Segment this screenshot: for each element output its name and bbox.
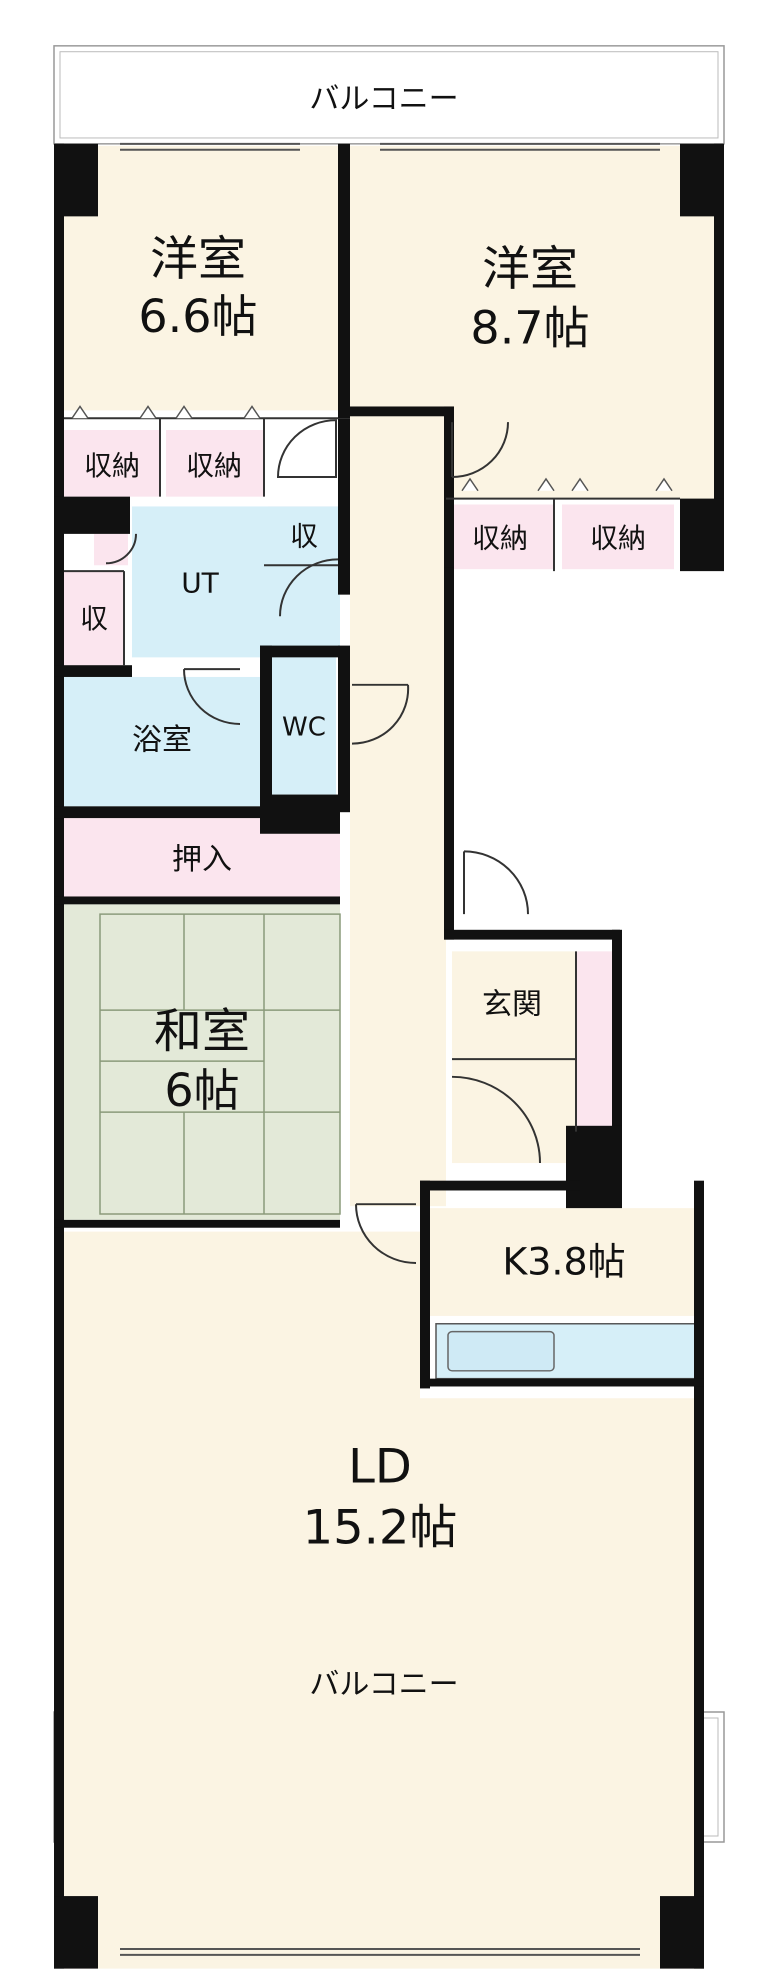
shoe-closet (576, 951, 618, 1132)
plan-content: バルコニー洋室6.6帖洋室8.7帖収納収納収納収納収収UTWC浴室押入和室6帖玄… (53, 45, 725, 1969)
closet-right-2 (562, 504, 674, 570)
walls (54, 143, 724, 1969)
entrance-label: 玄関 (482, 987, 542, 1022)
tatami-lines (99, 913, 341, 1215)
windows (120, 142, 660, 1956)
kitchen-sink (447, 1330, 555, 1372)
balcony-top-area (53, 45, 725, 145)
utility-floor (132, 506, 340, 658)
living-dining-floor (64, 1231, 704, 1969)
wc-label: WC (282, 713, 326, 743)
balcony-bottom-label: バルコニー (309, 1667, 458, 1702)
balcony-top-label: バルコニー (309, 82, 458, 117)
closet-left-1-label: 収納 (84, 449, 140, 482)
living-dining-size: 15.2帖 (303, 1501, 458, 1555)
oshiire-label: 押入 (172, 842, 232, 877)
bath-label: 浴室 (132, 723, 192, 758)
kitchen-label: K3.8帖 (502, 1240, 625, 1284)
wc-floor (272, 657, 336, 795)
closet-left-2-label: 収納 (186, 449, 242, 482)
utility-label: UT (181, 567, 220, 600)
closet-left-2 (166, 430, 264, 497)
closet-door-marks (71, 405, 673, 492)
storage-small-left-label: 収 (80, 602, 108, 635)
corridor-floor (350, 412, 446, 1207)
closet-right-1-label: 収納 (472, 522, 528, 555)
living-dining-name: LD (348, 1440, 412, 1494)
storage-small-left (64, 571, 124, 666)
storage-mini (94, 533, 128, 566)
bath-floor (64, 676, 260, 807)
closet-right-1 (446, 504, 554, 570)
thin-lines (64, 417, 680, 1132)
entrance-floor (452, 951, 576, 1164)
storage-small-top-label: 収 (290, 520, 318, 553)
closet-right-2-label: 収納 (590, 522, 646, 555)
closet-left-1 (64, 430, 160, 497)
japanese-room-name: 和室 (154, 1005, 250, 1059)
kitchen-floor (430, 1208, 704, 1316)
door-swings (105, 419, 541, 1264)
western-room-right-name: 洋室 (482, 242, 578, 296)
western-room-left-floor (64, 145, 338, 411)
western-room-left-name: 洋室 (150, 233, 246, 287)
western-room-left-size: 6.6帖 (138, 290, 257, 342)
japanese-room-size: 6帖 (164, 1065, 239, 1117)
western-room-right-size: 8.7帖 (470, 302, 589, 354)
